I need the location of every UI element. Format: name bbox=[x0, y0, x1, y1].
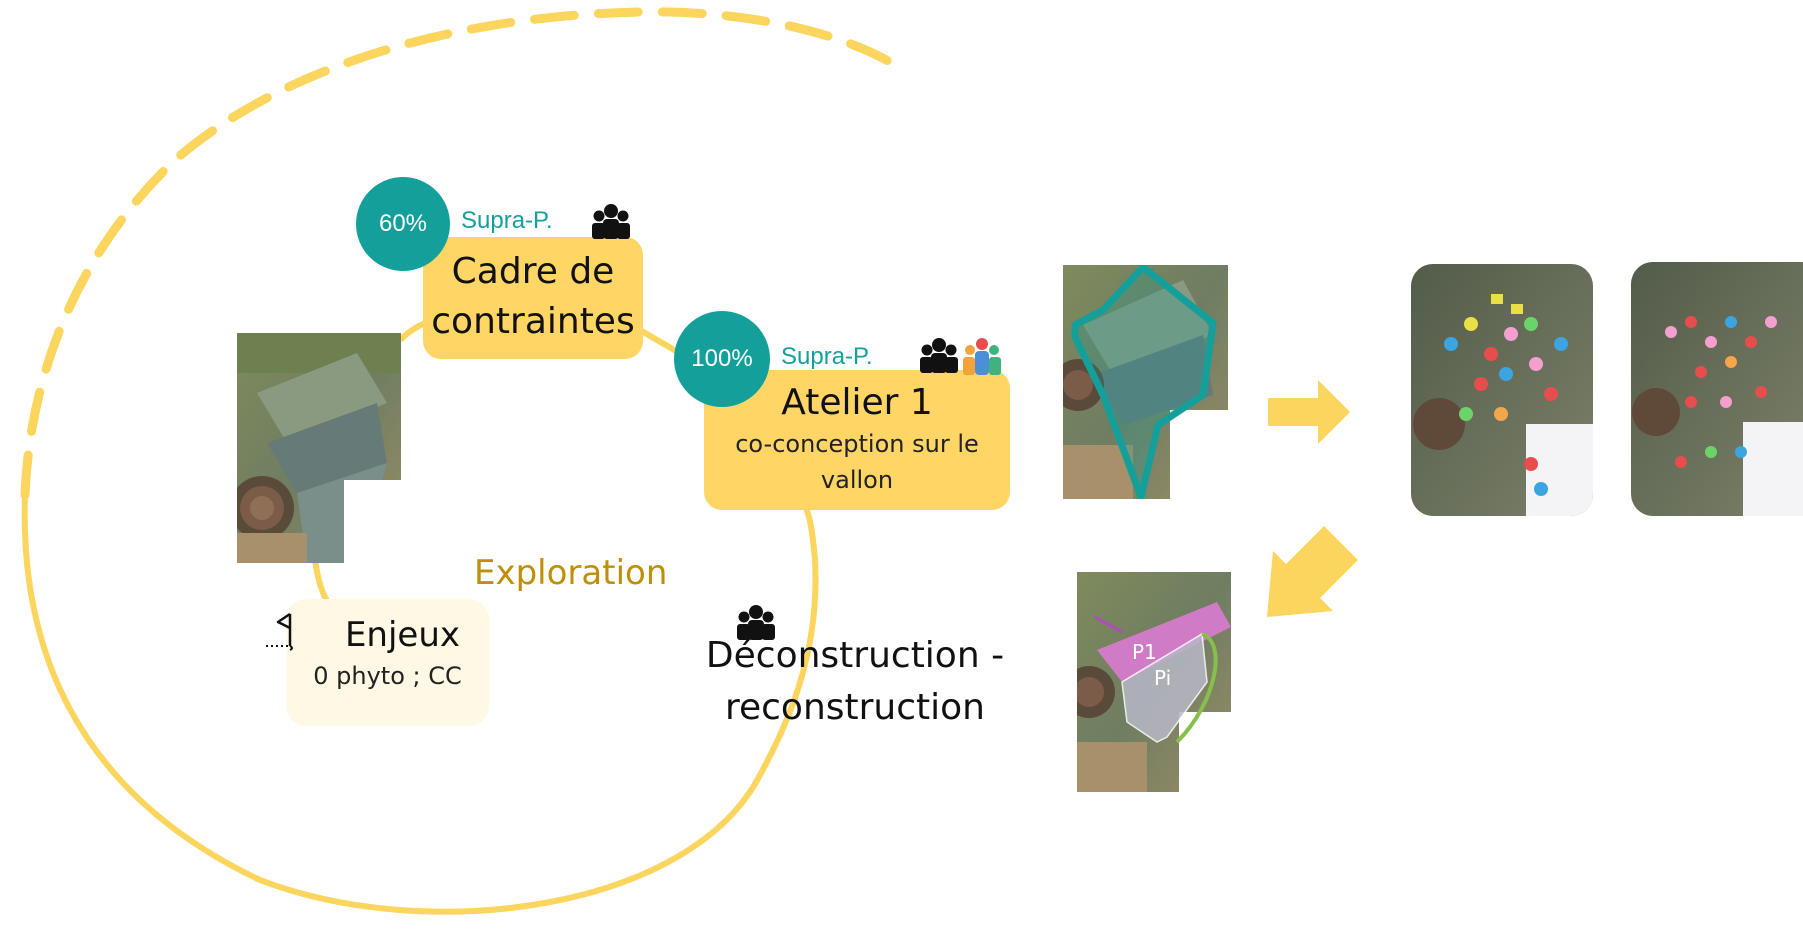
cadre-percent-badge: 60% bbox=[356, 177, 450, 271]
workshop-photo-1-image bbox=[1411, 264, 1593, 516]
workshop-photo-2-image bbox=[1631, 262, 1803, 516]
satellite-map-1-image bbox=[237, 333, 401, 563]
group-icon bbox=[736, 604, 776, 640]
cadre-percent: 60% bbox=[378, 210, 428, 237]
enjeux-subtitle: 0 phyto ; CC bbox=[313, 662, 462, 690]
colored-group-icon bbox=[961, 337, 1003, 375]
vallon-outline bbox=[1071, 265, 1217, 499]
flag-icon-svg bbox=[266, 612, 293, 651]
cadre-de-contraintes-box: Cadre de contraintes bbox=[423, 237, 643, 359]
plot-p1-area bbox=[1097, 602, 1231, 682]
plot-label-p1: P1 bbox=[1132, 640, 1157, 664]
enjeux-title: Enjeux bbox=[344, 615, 461, 655]
colored-group-icon-svg bbox=[963, 338, 1001, 375]
satellite-map-1 bbox=[237, 333, 401, 563]
atelier-percent-badge: 100% bbox=[674, 311, 770, 407]
satellite-map-vallon-image bbox=[1063, 265, 1228, 499]
enjeux-box: Enjeux 0 phyto ; CC bbox=[286, 599, 489, 726]
group-icon-svg bbox=[737, 605, 775, 640]
group-icon bbox=[591, 203, 631, 239]
cadre-supra-label: Supra-P. bbox=[461, 207, 553, 234]
down-left-arrow bbox=[1267, 526, 1358, 617]
workshop-photo-1 bbox=[1411, 264, 1593, 516]
satellite-map-plots: P1 Pi bbox=[1077, 572, 1231, 792]
atelier-title: Atelier 1 bbox=[781, 382, 933, 423]
flag-icon bbox=[264, 610, 304, 652]
cadre-title-line1: Cadre de bbox=[451, 251, 615, 292]
dashed-arc bbox=[20, 7, 905, 500]
satellite-map-vallon bbox=[1063, 265, 1228, 499]
deconstruction-line1: Déconstruction - bbox=[705, 635, 1005, 676]
group-icon-svg bbox=[592, 204, 630, 239]
atelier-supra-label: Supra-P. bbox=[781, 343, 873, 370]
right-arrow bbox=[1268, 380, 1350, 444]
atelier-subtitle-line1: co-conception sur le bbox=[735, 430, 979, 458]
cadre-title-line2: contraintes bbox=[431, 301, 635, 342]
workshop-photo-2 bbox=[1631, 262, 1803, 516]
group-icon bbox=[919, 337, 959, 373]
atelier-percent: 100% bbox=[691, 345, 753, 372]
exploration-label: Exploration bbox=[474, 553, 668, 593]
group-icon-svg bbox=[920, 338, 958, 373]
cycle-loop bbox=[21, 494, 819, 915]
atelier-subtitle-line2: vallon bbox=[820, 466, 894, 494]
deconstruction-label: Déconstruction - reconstruction bbox=[690, 630, 1020, 734]
atelier-1-box: Atelier 1 co-conception sur le vallon bbox=[704, 370, 1010, 510]
satellite-map-plots-image bbox=[1077, 572, 1231, 792]
deconstruction-line2: reconstruction bbox=[724, 687, 986, 728]
plot-label-pi: Pi bbox=[1154, 666, 1172, 690]
